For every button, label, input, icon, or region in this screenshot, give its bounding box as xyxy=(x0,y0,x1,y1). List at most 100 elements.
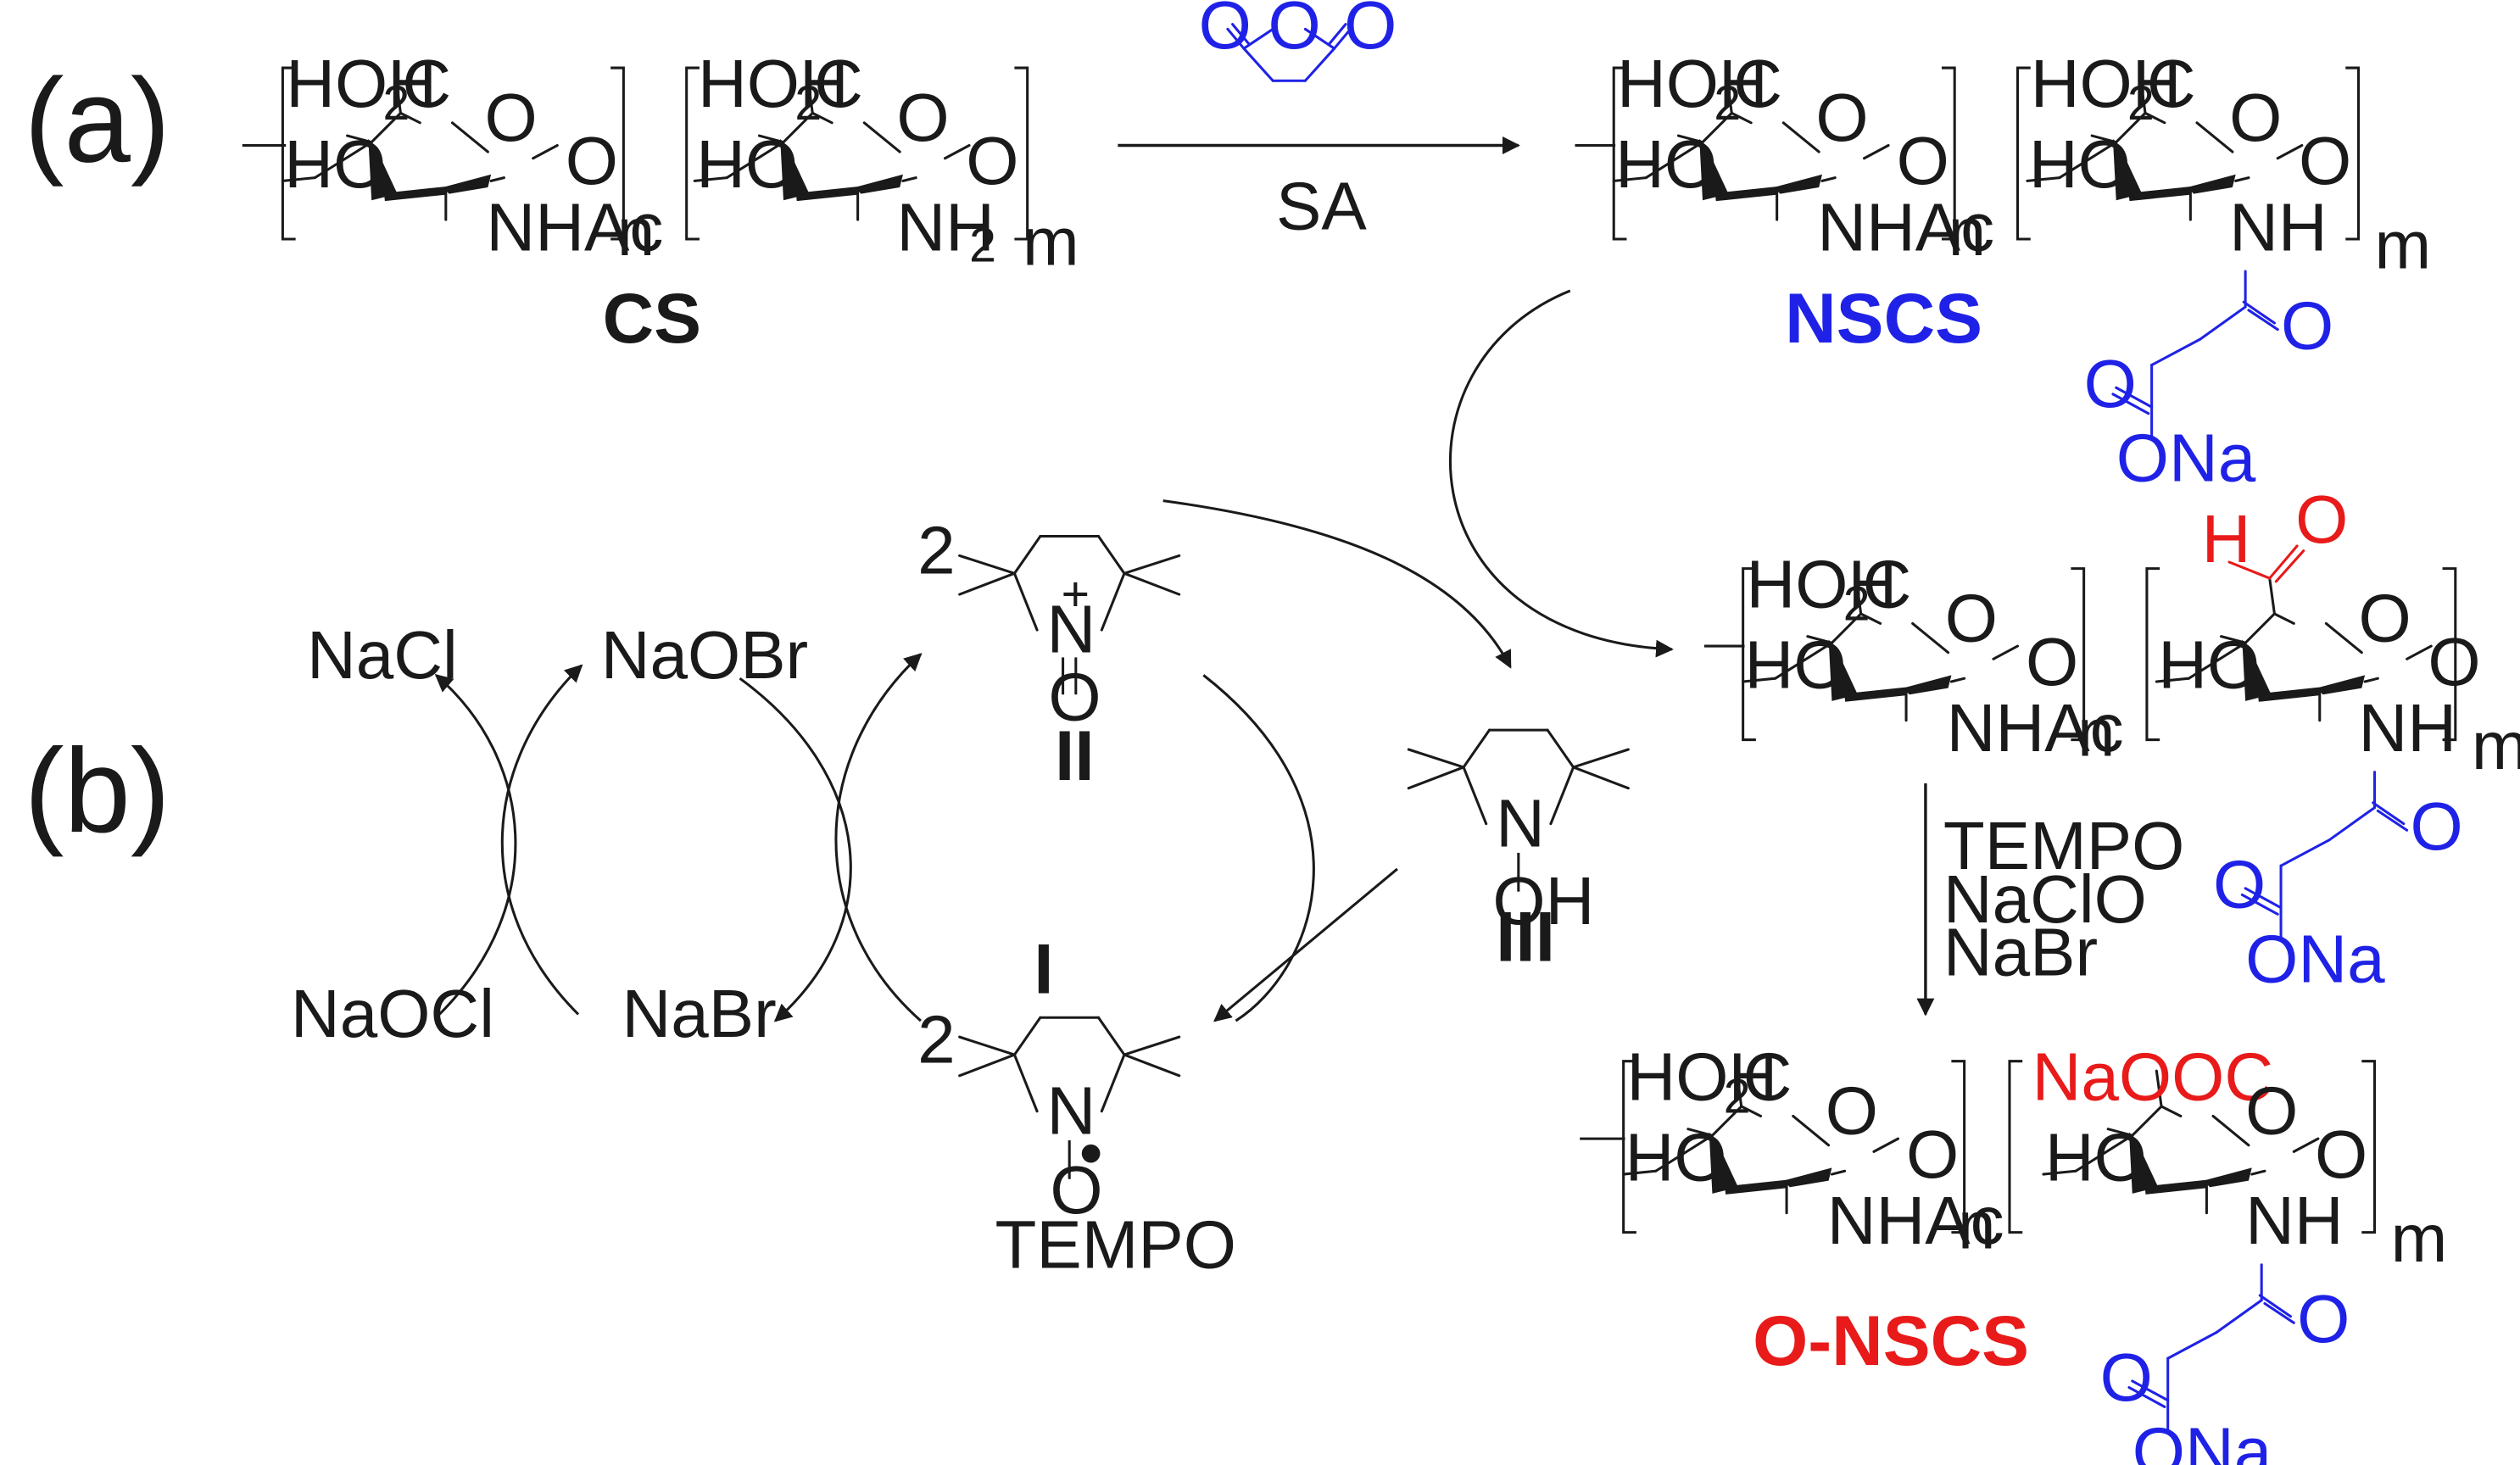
svg-text:O: O xyxy=(1050,1152,1102,1228)
salt-naobr: NaOBr xyxy=(601,617,809,693)
coefficient-2-top: 2 xyxy=(917,512,956,588)
svg-text:O: O xyxy=(566,123,618,198)
svg-text:C: C xyxy=(2147,46,2196,121)
svg-text:O: O xyxy=(2100,1340,2153,1415)
svg-text:O: O xyxy=(1945,580,1998,655)
svg-text:C: C xyxy=(1733,46,1782,121)
svg-text:+: + xyxy=(1062,567,1090,621)
svg-text:HO: HO xyxy=(1615,126,1717,202)
arc-nabr-to-naobr xyxy=(500,664,583,1016)
svg-text:O: O xyxy=(1815,80,1868,155)
svg-text:O: O xyxy=(2315,1117,2367,1192)
svg-text:O: O xyxy=(1906,1117,1959,1192)
onscs-structure: HOH 2 C HO O O NHAc n NaOOC HO O O NH m … xyxy=(1580,1039,2447,1465)
oxoammonium-II: N + O xyxy=(958,535,1181,735)
tempo-caption: TEMPO xyxy=(995,1207,1236,1283)
svg-text:NHAc: NHAc xyxy=(1827,1183,2004,1258)
svg-text:O: O xyxy=(2245,1072,2298,1148)
svg-text:N: N xyxy=(1047,592,1096,667)
svg-text:NH: NH xyxy=(896,189,995,265)
cs-unit-amine: HOH 2 C HO O O NH 2 m xyxy=(694,46,1079,279)
svg-text:HO: HO xyxy=(1625,1120,1727,1195)
svg-text:NH: NH xyxy=(2358,690,2456,766)
svg-text:HO: HO xyxy=(2045,1120,2147,1195)
arc-tempo-to-oxoammonium xyxy=(834,653,923,1022)
svg-text:NHAc: NHAc xyxy=(1947,690,2124,766)
arrow-III-to-tempo xyxy=(1213,867,1398,1022)
svg-text:C: C xyxy=(1743,1039,1792,1114)
svg-text:C: C xyxy=(402,46,451,121)
svg-text:O: O xyxy=(2358,580,2411,655)
svg-text:O: O xyxy=(2281,288,2333,364)
svg-text:N: N xyxy=(1047,1072,1096,1148)
cs-label: CS xyxy=(603,278,701,358)
tempo-cycle: N + O 2 II N OH III N O • I 2 TEMPO NaCl… xyxy=(291,499,1630,1283)
svg-text:O: O xyxy=(1344,0,1397,63)
svg-text:•: • xyxy=(1079,1115,1103,1190)
svg-text:O: O xyxy=(2295,482,2348,557)
svg-text:H: H xyxy=(2202,501,2251,577)
svg-text:2: 2 xyxy=(1714,76,1741,131)
svg-text:N: N xyxy=(1496,785,1545,861)
svg-text:O: O xyxy=(2084,346,2137,421)
svg-text:C: C xyxy=(1863,546,1912,621)
svg-text:O: O xyxy=(1199,0,1252,63)
svg-text:2: 2 xyxy=(1724,1070,1751,1124)
salt-naocl: NaOCl xyxy=(291,976,494,1051)
svg-text:2: 2 xyxy=(2127,76,2155,131)
oxidation-curved-arrow xyxy=(1448,289,1674,658)
svg-text:O: O xyxy=(2297,1281,2350,1356)
svg-text:m: m xyxy=(2375,207,2432,282)
panel-label-b: (b) xyxy=(25,723,170,857)
salt-nacl: NaCl xyxy=(307,617,458,693)
svg-text:ONa: ONa xyxy=(2245,921,2385,996)
svg-text:2: 2 xyxy=(794,76,822,131)
svg-text:O: O xyxy=(2299,123,2351,198)
svg-text:NH: NH xyxy=(2229,189,2328,265)
svg-text:HOH: HOH xyxy=(286,46,437,121)
svg-text:O: O xyxy=(2213,847,2266,922)
cs-structure: HOH 2 C HO O O NHAc n HOH 2 C HO O O NH … xyxy=(242,46,1079,279)
svg-text:O: O xyxy=(2229,80,2282,155)
tempo-radical-I: N O • xyxy=(958,1016,1181,1228)
arc-naocl-to-nacl xyxy=(434,673,517,1016)
svg-text:HOH: HOH xyxy=(2031,46,2182,121)
svg-text:HOH: HOH xyxy=(1746,546,1897,621)
cs-unit-acetylated: HOH 2 C HO O O NHAc n xyxy=(282,46,663,270)
svg-text:HO: HO xyxy=(2158,627,2260,703)
panel-label-a: (a) xyxy=(25,53,170,187)
svg-text:2: 2 xyxy=(383,76,410,131)
svg-text:HO: HO xyxy=(284,126,386,202)
reagent-tempo: TEMPO xyxy=(1943,808,2184,883)
svg-text:NHAc: NHAc xyxy=(1817,189,1994,265)
svg-text:NHAc: NHAc xyxy=(486,189,663,265)
svg-text:O: O xyxy=(485,80,538,155)
svg-text:HO: HO xyxy=(696,126,798,202)
label-II: II xyxy=(1055,716,1095,795)
svg-text:m: m xyxy=(2391,1200,2448,1276)
svg-text:C: C xyxy=(814,46,863,121)
svg-text:NH: NH xyxy=(2245,1183,2344,1258)
svg-text:O: O xyxy=(966,123,1018,198)
nscs-structure: HOH 2 C HO O O NHAc n HOH 2 C HO O O NH … xyxy=(1575,46,2432,496)
svg-text:O: O xyxy=(2410,788,2462,864)
succinic-anhydride-structure: O O O xyxy=(1199,0,1397,82)
svg-text:HOH: HOH xyxy=(698,46,849,121)
svg-text:NaOOC: NaOOC xyxy=(2032,1039,2273,1114)
arc-oxoammonium-to-aldehyde-and-III xyxy=(1162,499,1512,669)
label-III: III xyxy=(1496,897,1555,977)
label-I: I xyxy=(1034,929,1053,1009)
reagent-nabr: NaBr xyxy=(1943,915,2098,990)
svg-text:OH: OH xyxy=(1492,863,1594,939)
onscs-label: O-NSCS xyxy=(1753,1301,2029,1380)
svg-text:HO: HO xyxy=(1745,627,1847,703)
svg-text:HOH: HOH xyxy=(1617,46,1768,121)
nscs-label: NSCS xyxy=(1785,278,1982,358)
svg-text:O: O xyxy=(896,80,949,155)
hydroxylamine-III: N OH xyxy=(1407,728,1630,939)
svg-text:ONa: ONa xyxy=(2133,1413,2272,1465)
arc-naobr-to-nabr xyxy=(739,677,852,1022)
svg-text:m: m xyxy=(1023,203,1079,279)
svg-text:HOH: HOH xyxy=(1626,1039,1777,1114)
reagent-naclo: NaClO xyxy=(1943,861,2147,937)
